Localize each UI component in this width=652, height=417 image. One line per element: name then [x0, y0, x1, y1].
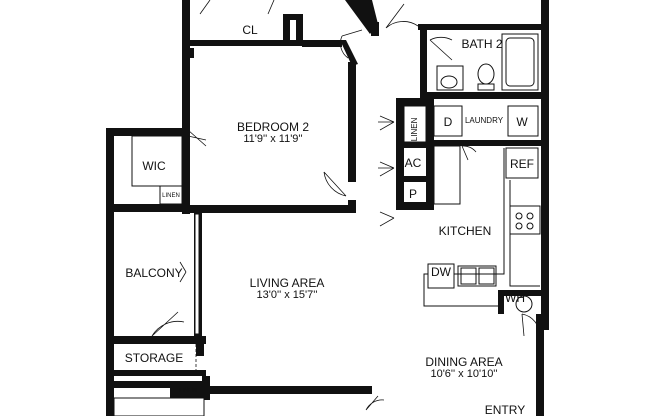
pantry-label: P	[408, 187, 417, 201]
laundry-label: LAUNDRY	[464, 116, 504, 125]
bedroom2-size: 11'9'' x 11'9''	[243, 133, 303, 145]
ac-label: AC	[404, 156, 422, 170]
entry-label: ENTRY	[484, 403, 526, 417]
wic-label: WIC	[142, 159, 166, 173]
linen-hall-label: LINEN	[409, 117, 419, 142]
dining-label: DINING AREA	[425, 355, 503, 369]
dining-size: 10'6'' x 10'10''	[430, 368, 498, 380]
living-size: 13'0'' x 15'7''	[256, 289, 318, 301]
bath2-label: BATH 2	[461, 37, 503, 51]
doors	[151, 0, 541, 411]
closet-label: CL	[242, 23, 258, 37]
walls	[106, 0, 549, 416]
kitchen-label: KITCHEN	[438, 224, 492, 238]
refrigerator-label: REF	[510, 157, 534, 171]
washer-label: W	[516, 115, 528, 129]
water-heater-label: WH	[505, 291, 525, 305]
balcony-label: BALCONY	[125, 266, 183, 280]
dryer-label: D	[443, 115, 453, 129]
dishwasher-label: DW	[431, 265, 451, 279]
storage-label: STORAGE	[124, 351, 184, 365]
living-label: LIVING AREA	[249, 276, 325, 290]
linen-wic-label: LINEN	[162, 193, 180, 199]
bedroom2-label: BEDROOM 2	[236, 120, 309, 134]
linen-bottom-label: LINEN	[179, 388, 197, 394]
